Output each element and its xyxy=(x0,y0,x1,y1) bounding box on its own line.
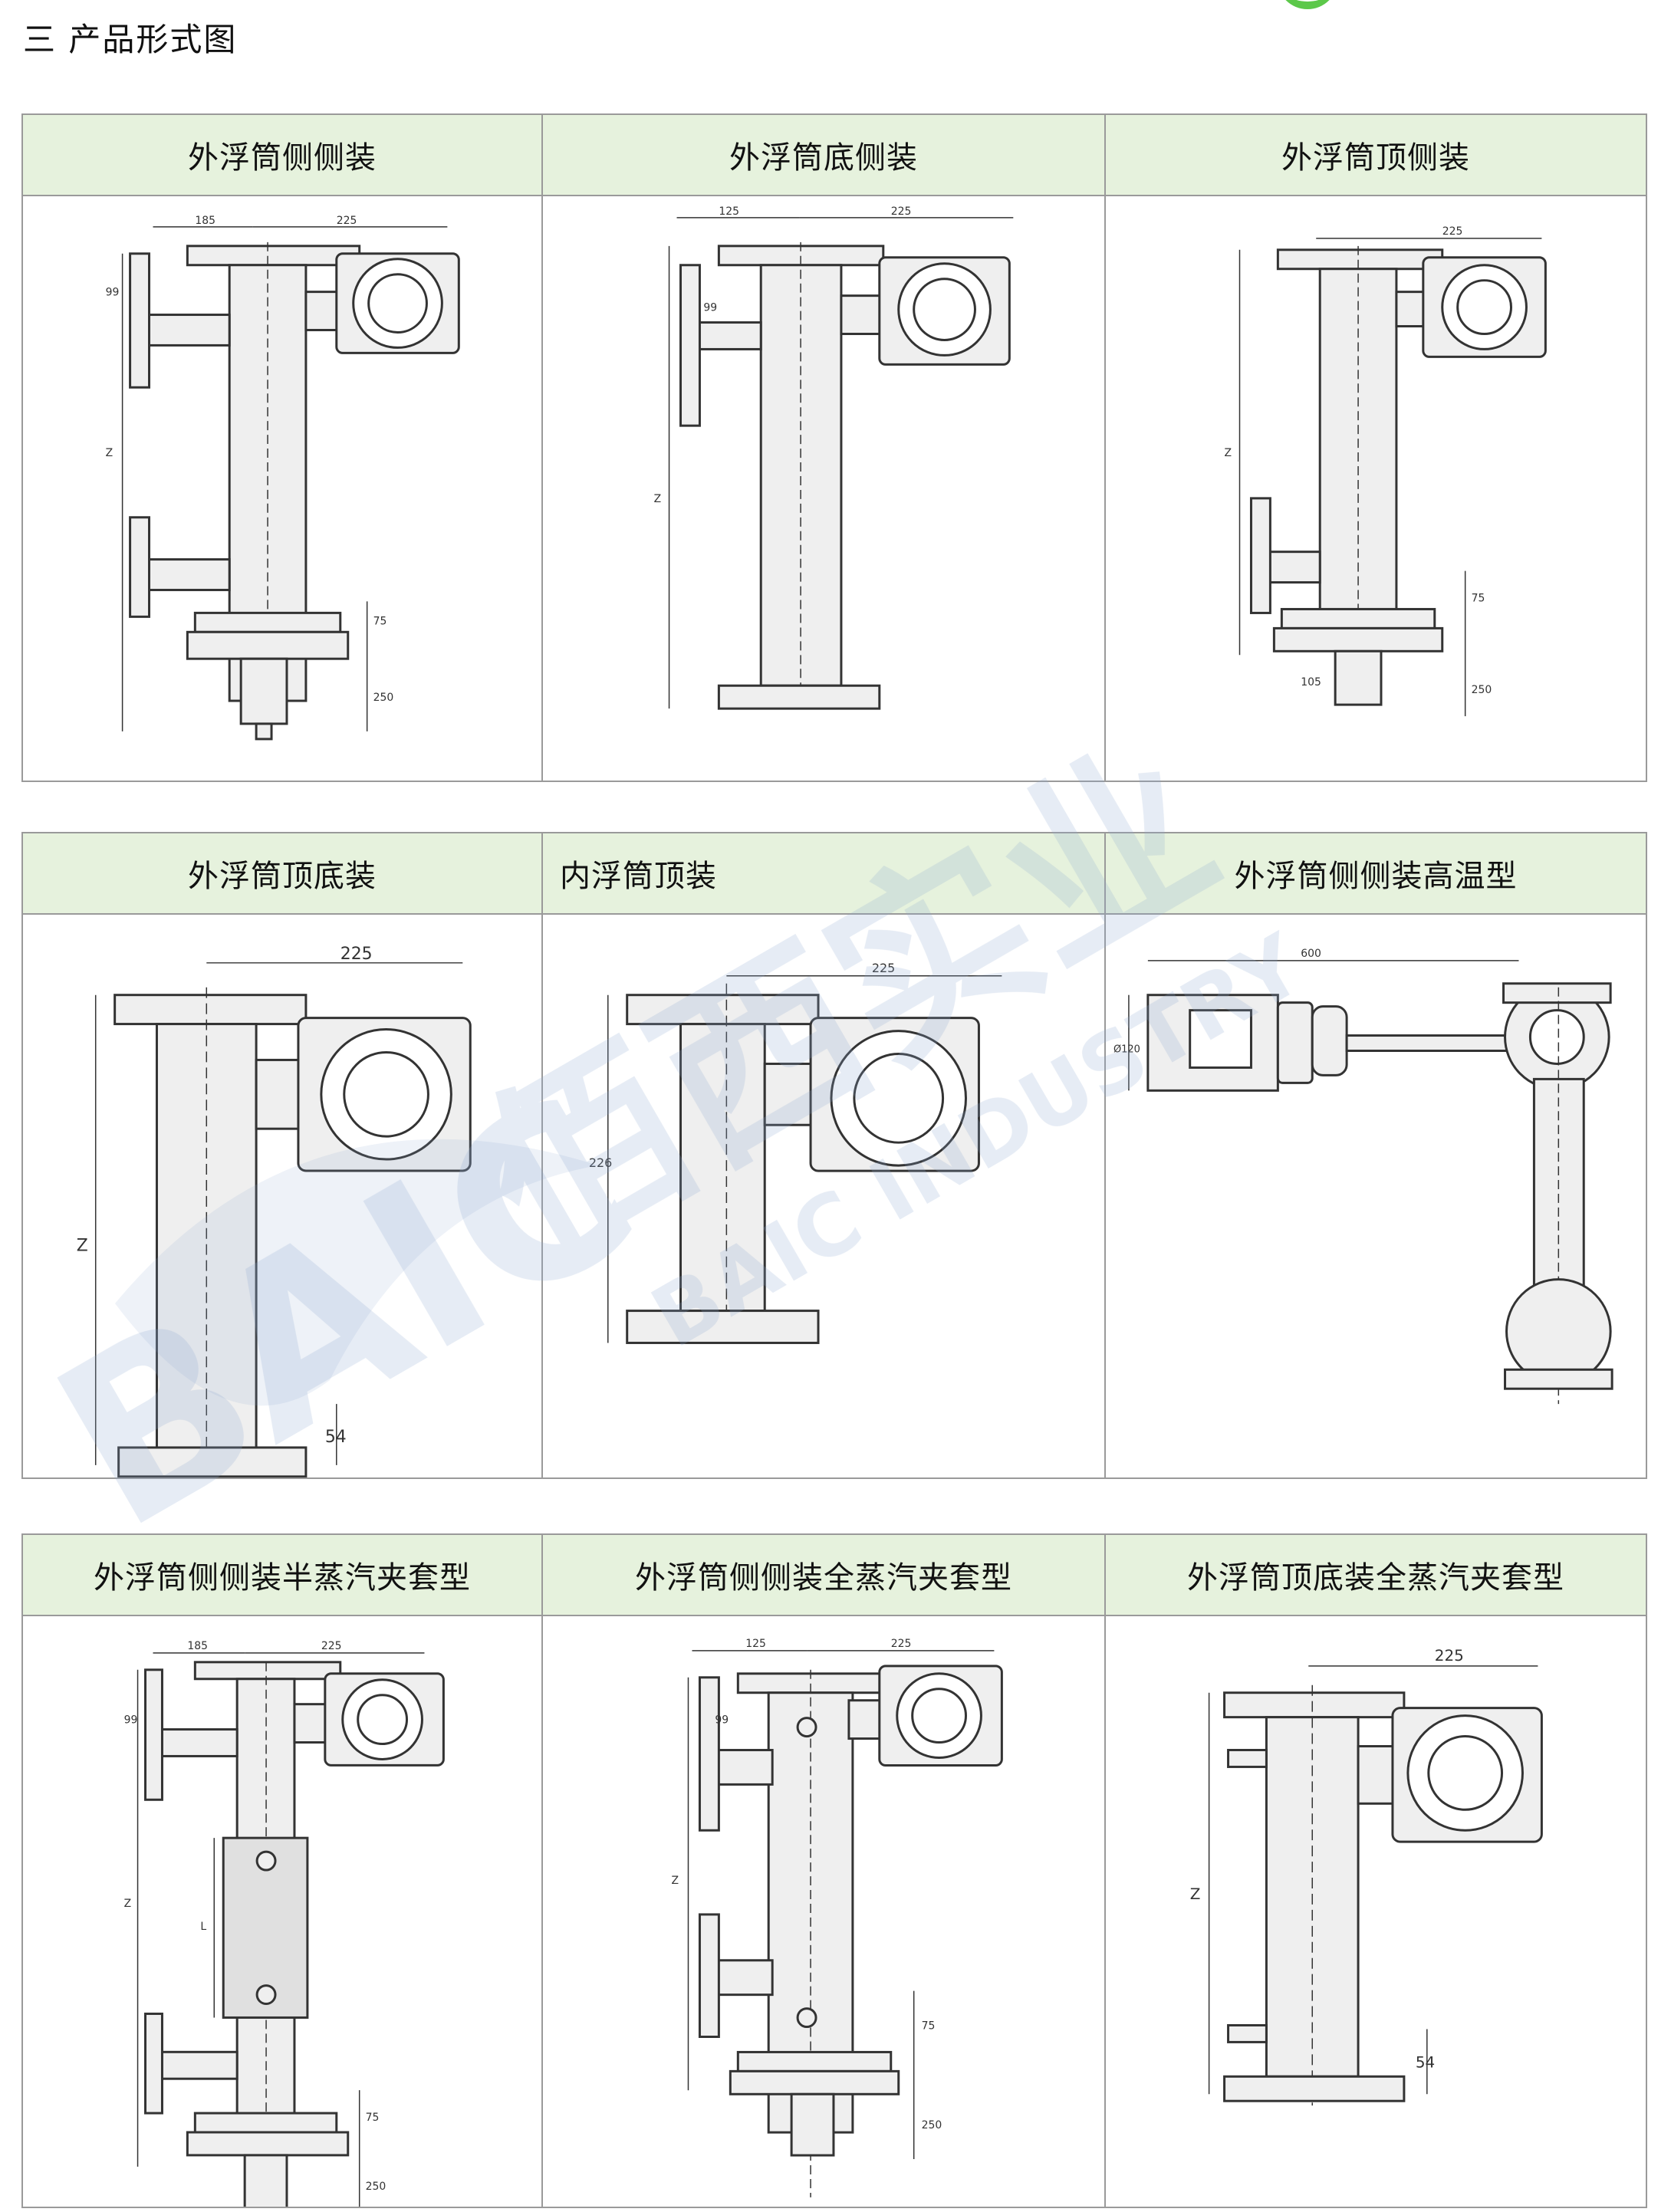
dim-225: 225 xyxy=(337,215,357,227)
drawing-bottom-side: 125 225 Z 99 xyxy=(541,195,1106,782)
dim-99: 99 xyxy=(124,1714,138,1727)
decorative-arc xyxy=(1277,0,1338,9)
drawing-half-jacket: 185 225 Z 99 xyxy=(21,1615,543,2208)
dim-250: 250 xyxy=(366,2181,387,2193)
dim-225: 225 xyxy=(891,205,912,218)
drawing-inner-top: 225 226 xyxy=(541,913,1106,1479)
figure-title-side-side: 外浮筒侧侧装 xyxy=(21,113,543,196)
figure-grid-row-3: 外浮筒侧侧装半蒸汽夹套型 外浮筒侧侧装全蒸汽夹套型 外浮筒顶底装全蒸汽夹套型 1… xyxy=(21,1533,1647,2208)
dim-54: 54 xyxy=(325,1428,347,1447)
dim-185: 185 xyxy=(187,1640,208,1652)
dim-75: 75 xyxy=(366,2112,380,2124)
figure-title-inner-top: 内浮筒顶装 xyxy=(541,832,1106,915)
figure-title-bottom-side: 外浮筒底侧装 xyxy=(541,113,1106,196)
dim-226: 226 xyxy=(589,1155,612,1170)
dim-225: 225 xyxy=(1435,1646,1464,1665)
drawing-top-bottom-jacket: 225 Z 54 xyxy=(1104,1615,1647,2208)
figure-title-top-bottom-jacket: 外浮筒顶底装全蒸汽夹套型 xyxy=(1104,1533,1647,1616)
dim-75: 75 xyxy=(922,2020,936,2033)
dim-dia-120: Ø120 xyxy=(1113,1044,1140,1056)
dim-l: L xyxy=(200,1921,206,1933)
dim-225: 225 xyxy=(891,1638,912,1650)
figure-title-top-bottom: 外浮筒顶底装 xyxy=(21,832,543,915)
dim-75: 75 xyxy=(1472,593,1485,605)
dim-z: Z xyxy=(106,447,113,459)
drawing-high-temp: 600 Ø120 xyxy=(1104,913,1647,1479)
dim-225: 225 xyxy=(1442,225,1463,238)
dim-z: Z xyxy=(77,1237,88,1256)
figure-grid-row-1: 外浮筒侧侧装 外浮筒底侧装 外浮筒顶侧装 185 225 xyxy=(21,113,1647,782)
dim-250: 250 xyxy=(373,692,394,704)
dim-225: 225 xyxy=(340,945,373,964)
figure-title-full-jacket: 外浮筒侧侧装全蒸汽夹套型 xyxy=(541,1533,1106,1616)
dim-185: 185 xyxy=(195,215,215,227)
dim-99: 99 xyxy=(106,287,120,299)
dim-250: 250 xyxy=(1472,684,1492,696)
section-title: 三 产品形式图 xyxy=(23,21,238,58)
dim-54: 54 xyxy=(1416,2053,1435,2071)
drawing-side-side: 185 225 Z 99 75 xyxy=(21,195,543,782)
dim-z: Z xyxy=(124,1898,132,1910)
dim-z: Z xyxy=(672,1875,679,1887)
dim-250: 250 xyxy=(922,2119,942,2131)
drawing-full-jacket: 125 225 Z 99 xyxy=(541,1615,1106,2208)
figure-title-high-temp: 外浮筒侧侧装高温型 xyxy=(1104,832,1647,915)
dim-75: 75 xyxy=(373,615,387,627)
dim-z: Z xyxy=(654,493,662,505)
dim-99: 99 xyxy=(703,302,717,314)
dim-125: 125 xyxy=(745,1638,766,1650)
figure-title-top-side: 外浮筒顶侧装 xyxy=(1104,113,1647,196)
dim-600: 600 xyxy=(1301,948,1321,960)
dim-99: 99 xyxy=(715,1714,729,1727)
figure-grid-row-2: 外浮筒顶底装 内浮筒顶装 外浮筒侧侧装高温型 225 Z 54 xyxy=(21,832,1647,1479)
dim-125: 125 xyxy=(719,205,739,218)
drawing-top-side: 225 Z 75 105 250 xyxy=(1104,195,1647,782)
dim-225: 225 xyxy=(321,1640,342,1652)
drawing-top-bottom: 225 Z 54 xyxy=(21,913,543,1479)
figure-title-half-jacket: 外浮筒侧侧装半蒸汽夹套型 xyxy=(21,1533,543,1616)
dim-z: Z xyxy=(1225,447,1232,459)
dim-z: Z xyxy=(1190,1885,1201,1903)
dim-225: 225 xyxy=(872,961,895,975)
dim-105: 105 xyxy=(1301,676,1321,689)
